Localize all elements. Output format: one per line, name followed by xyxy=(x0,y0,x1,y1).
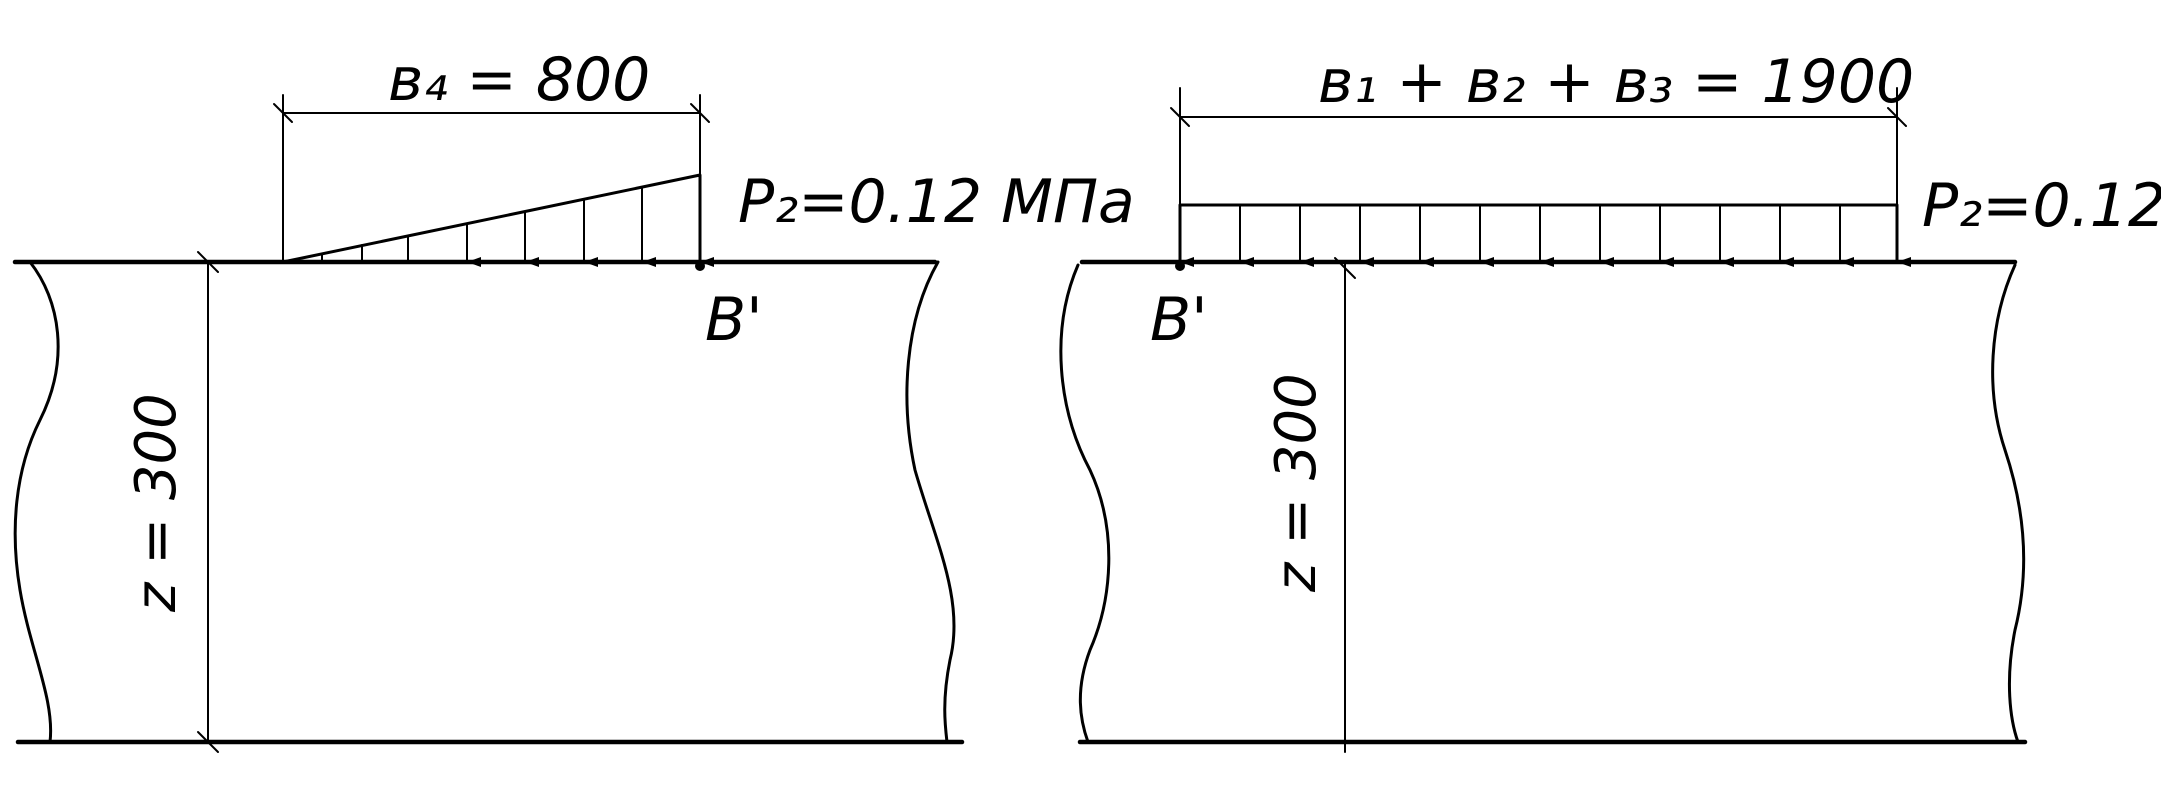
left-layer-left-break xyxy=(13,260,60,744)
left-width-label: в₄ = 800 xyxy=(388,45,650,115)
left-depth-label: z = 300 xyxy=(124,393,189,613)
right-width-tick-right xyxy=(1887,107,1907,127)
right-uniform-load-outline xyxy=(1178,203,1899,264)
left-depth-tick-bottom xyxy=(197,731,219,753)
right-width-tick-left xyxy=(1170,107,1190,127)
right-width-label: в₁ + в₂ + в₃ = 1900 xyxy=(1318,47,1914,117)
right-depth-label: z = 300 xyxy=(1264,373,1329,593)
left-triangular-load-outline xyxy=(281,173,702,264)
right-depth-tick-top xyxy=(1334,257,1356,279)
right-layer-left-break xyxy=(1059,263,1111,744)
left-depth-tick-top xyxy=(197,251,219,273)
left-width-tick-right xyxy=(690,103,710,123)
left-load-label: P₂=0.12 МПа xyxy=(738,167,1135,237)
right-point-b-marker xyxy=(1175,261,1185,271)
right-point-label: B' xyxy=(1150,285,1208,355)
right-load-arrows xyxy=(1179,204,1911,267)
left-point-b-marker xyxy=(695,261,705,271)
left-diagram: в₄ = 800 P₂=0.12 МПа B' z = 300 xyxy=(12,45,1135,753)
left-layer-right-break xyxy=(905,260,956,744)
right-load-label: P₂=0.12 МПа xyxy=(1922,171,2161,241)
left-load-arrows xyxy=(321,174,714,267)
right-layer-right-break xyxy=(1991,263,2026,744)
left-width-tick-left xyxy=(273,103,293,123)
left-point-label: B' xyxy=(705,285,763,355)
right-diagram: в₁ + в₂ + в₃ = 1900 P₂=0.12 МПа B' z = 3… xyxy=(1059,47,2161,753)
